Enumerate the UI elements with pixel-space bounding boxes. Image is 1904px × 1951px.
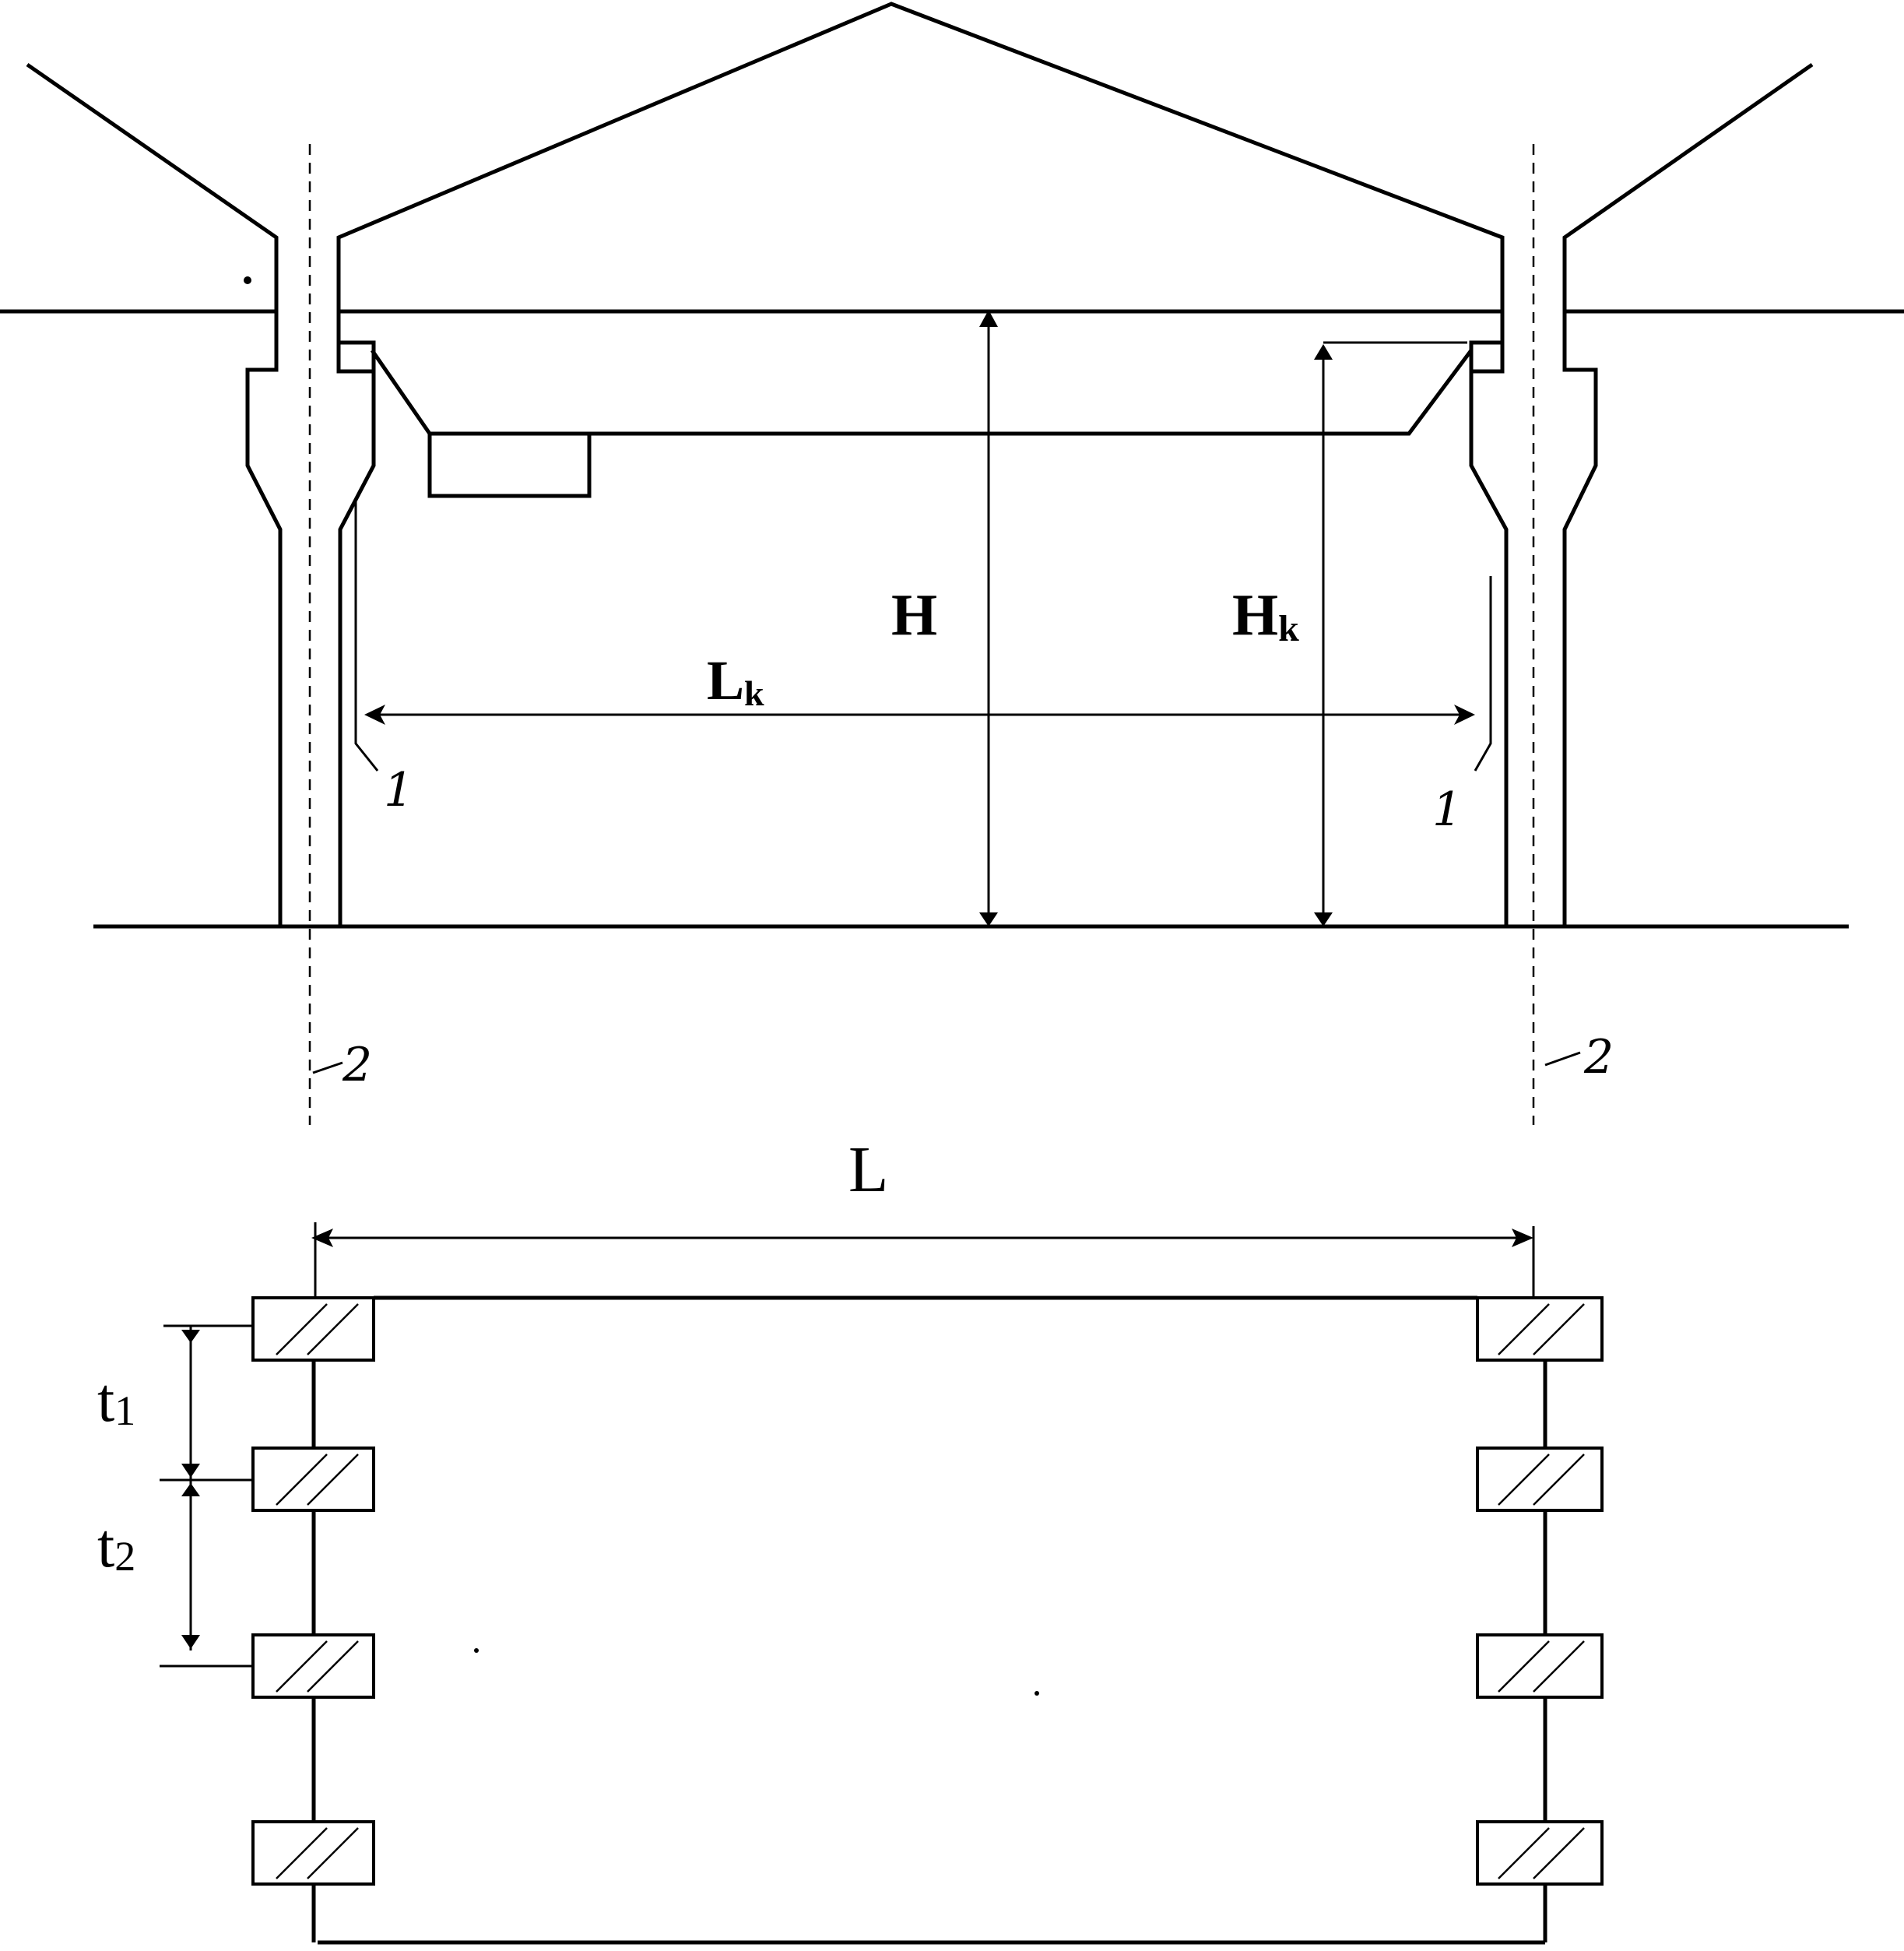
L-arrow-right bbox=[1512, 1229, 1533, 1247]
dimension-t1-t2: t1 t2 bbox=[97, 1324, 253, 1668]
left-column-row bbox=[251, 1296, 375, 1886]
right-side-roof bbox=[1562, 62, 1814, 318]
L-arrow-left bbox=[311, 1229, 333, 1247]
crane-bridge bbox=[370, 349, 1474, 436]
t2-label-main: t bbox=[97, 1512, 114, 1580]
callout-1-left-text: 1 bbox=[384, 763, 413, 817]
t2-arrow-bottom bbox=[181, 1635, 200, 1649]
t1-arrow-bottom bbox=[181, 1464, 200, 1478]
t2-label-sub: 2 bbox=[114, 1533, 135, 1580]
Hk-arrow-bottom bbox=[1314, 912, 1333, 926]
callout-2-left: 2 bbox=[312, 1038, 372, 1092]
Lk-arrow-left bbox=[364, 705, 385, 725]
stray-dot bbox=[474, 1648, 479, 1653]
dimension-Lk: Lk bbox=[364, 649, 1475, 725]
Hk-arrow-top bbox=[1314, 344, 1333, 360]
Lk-label: Lk bbox=[707, 649, 764, 713]
Hk-label-main: H bbox=[1232, 582, 1278, 648]
Hk-label: Hk bbox=[1232, 582, 1299, 649]
column-block bbox=[251, 1447, 375, 1512]
column-block bbox=[1476, 1447, 1604, 1512]
right-column-row bbox=[1476, 1296, 1604, 1886]
right-column-outer bbox=[1562, 311, 1598, 925]
t1-label: t1 bbox=[97, 1366, 135, 1435]
Lk-label-sub: k bbox=[744, 673, 764, 713]
callout-1-right-text: 1 bbox=[1432, 782, 1462, 837]
dimension-Hk: Hk bbox=[1232, 341, 1467, 926]
stray-dot bbox=[244, 276, 251, 284]
column-block bbox=[251, 1820, 375, 1886]
dimension-H: H bbox=[891, 310, 998, 926]
plan-view: L bbox=[97, 1134, 1604, 1945]
t2-arrow-top bbox=[181, 1483, 200, 1496]
t1-label-sub: 1 bbox=[114, 1387, 135, 1434]
dimension-L: L bbox=[311, 1134, 1535, 1296]
left-column-inner bbox=[336, 311, 376, 925]
callout-2-right: 2 bbox=[1544, 1030, 1614, 1084]
column-block bbox=[251, 1633, 375, 1699]
column-block bbox=[1476, 1820, 1604, 1886]
right-column-inner bbox=[1469, 311, 1509, 925]
Lk-arrow-right bbox=[1454, 705, 1475, 725]
L-label: L bbox=[848, 1134, 888, 1206]
column-block bbox=[251, 1296, 375, 1362]
left-column-outer bbox=[245, 311, 283, 925]
callout-2-right-text: 2 bbox=[1583, 1030, 1614, 1084]
t1-label-main: t bbox=[97, 1366, 114, 1435]
H-arrow-top bbox=[979, 310, 998, 327]
column-block bbox=[1476, 1633, 1604, 1699]
column-block bbox=[1476, 1296, 1604, 1362]
H-arrow-bottom bbox=[979, 912, 998, 926]
H-label: H bbox=[891, 582, 937, 648]
callout-2-left-text: 2 bbox=[342, 1038, 372, 1092]
Hk-label-sub: k bbox=[1278, 608, 1299, 649]
right-crane-rail bbox=[1469, 340, 1505, 374]
callout-1-left: 1 bbox=[354, 498, 413, 817]
cross-section: H Hk Lk 1 1 bbox=[0, 2, 1904, 1125]
crane-trolley bbox=[427, 431, 592, 498]
t1-arrow-top bbox=[181, 1330, 200, 1343]
left-side-roof bbox=[26, 62, 279, 318]
t2-label: t2 bbox=[97, 1512, 135, 1580]
callout-1-right: 1 bbox=[1432, 576, 1492, 837]
left-crane-rail bbox=[336, 340, 376, 374]
gable-roof bbox=[336, 2, 1505, 318]
Lk-label-main: L bbox=[707, 649, 744, 712]
stray-dot bbox=[1035, 1691, 1039, 1696]
